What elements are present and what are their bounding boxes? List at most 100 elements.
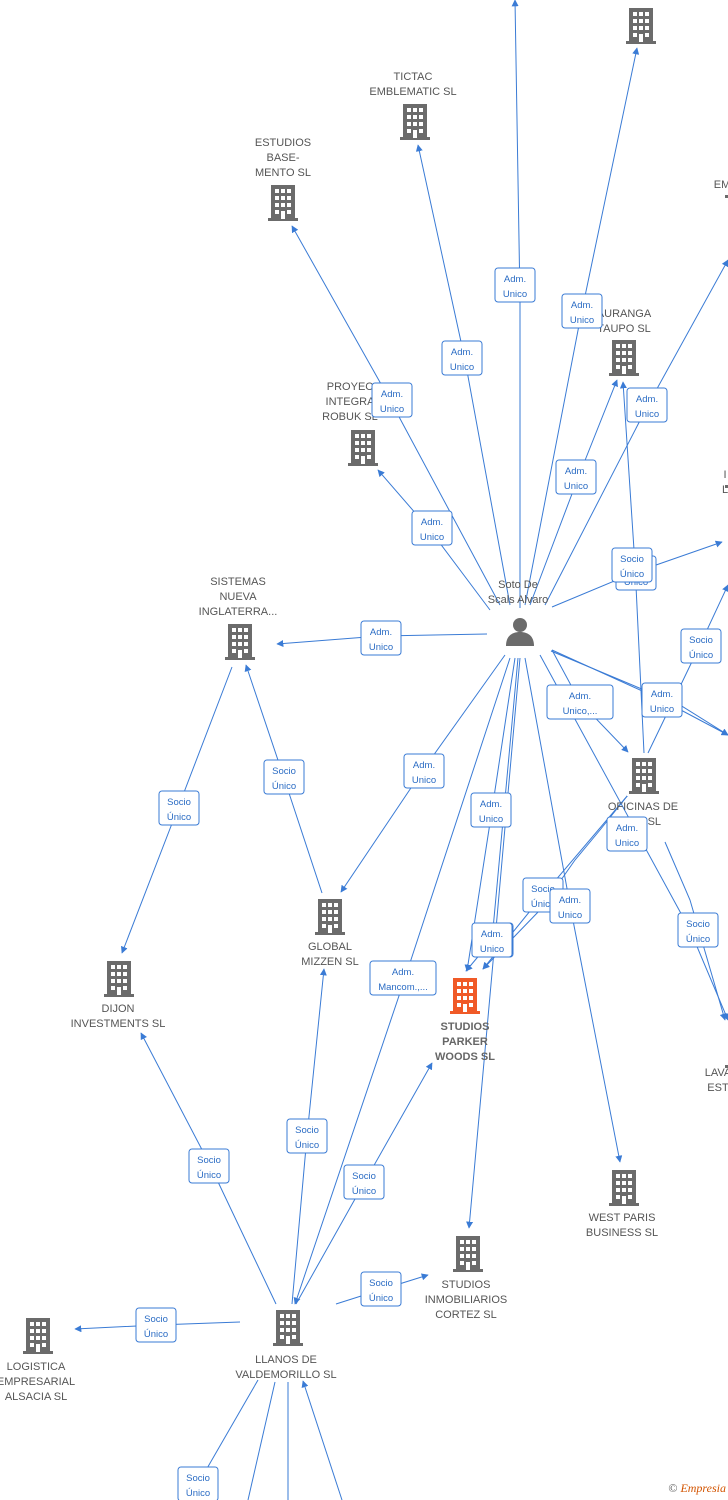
company-label: ROBUK SL — [322, 411, 378, 423]
edge-label-text: Único — [620, 569, 644, 580]
edge-label-soto-oficinas[interactable]: Adm.Unico,... — [546, 684, 614, 720]
copyright-symbol: © — [668, 1481, 678, 1495]
edge-label-soto-tictac[interactable]: Adm.Unico — [441, 340, 483, 376]
edge-label-text: Unico — [650, 704, 674, 715]
edge-label-soto-right_edge2[interactable]: Adm.Unico — [641, 682, 683, 718]
edge-label-text: Mancom.,... — [378, 982, 428, 993]
edge-label-box — [286, 1118, 328, 1154]
company-node-right_l[interactable]: IL — [722, 450, 728, 496]
company-label: INGLATERRA... — [199, 606, 278, 618]
edge-label-soto-west_paris[interactable]: Adm.Unico — [549, 888, 591, 924]
edge-label-text: Unico — [635, 409, 659, 420]
company-label: EMBLEMATIC SL — [369, 86, 456, 98]
edge-label-soto-studios_parker[interactable]: Adm.Unico — [470, 792, 512, 828]
company-label: DIJON — [102, 1003, 135, 1015]
edge-label-text: Socio — [686, 919, 710, 930]
building-icon — [609, 1170, 639, 1206]
edge-label-box — [677, 912, 719, 948]
company-node-emp_right[interactable]: EM — [714, 160, 728, 200]
edge-label-soto-emp_right[interactable]: Adm. Unico — [626, 387, 668, 423]
edge-label-soto-sistemas[interactable]: Adm.Unico — [360, 620, 402, 656]
edge-label-text: Socio — [352, 1171, 376, 1182]
building-icon — [609, 340, 639, 376]
company-label: NUEVA — [219, 591, 257, 603]
company-node-oficinas[interactable]: OFICINAS DEEJA SL — [608, 756, 678, 828]
edge-label-box — [188, 1148, 230, 1184]
edge-label-soto-studios_inmo[interactable]: Adm.Unico — [471, 922, 513, 958]
brand-name: Empresia — [680, 1481, 726, 1495]
edge-label-text: Socio — [689, 635, 713, 646]
company-label: PARKER — [442, 1036, 488, 1048]
edge-label-soto-top_right[interactable]: Adm.Unico — [561, 293, 603, 329]
building-icon — [268, 185, 298, 221]
edge-line-soto-top_center — [511, 0, 521, 608]
company-label: BUSINESS SL — [586, 1227, 658, 1239]
company-label: EMPRESARIAL — [0, 1376, 75, 1388]
company-node-sistemas[interactable]: SISTEMAS NUEVA INGLATERRA... — [199, 576, 278, 662]
company-label: PROYEC — [327, 381, 374, 393]
edge-label-oficinas-studios_parker[interactable]: Adm.Unico — [606, 816, 648, 852]
edge-label-text: Socio — [620, 554, 644, 565]
company-label: SISTEMAS — [210, 576, 266, 588]
building-icon — [104, 961, 134, 997]
building-icon — [348, 430, 378, 466]
company-label: OFICINAS DE — [608, 801, 678, 813]
edge-label-soto-top_center[interactable]: Adm.Unico — [494, 267, 536, 303]
edge-label-box — [360, 620, 402, 656]
edge-label-box — [369, 960, 437, 996]
edge-line-extra-1 — [247, 1381, 276, 1500]
edge-label-text: Unico — [480, 944, 504, 955]
edge-label-text: Adm. — [559, 895, 581, 906]
edge-label-text: Adm. — [636, 394, 658, 405]
edge-label-soto-estudios_base[interactable]: Adm.Unico — [371, 382, 413, 418]
edge-label-text: Único — [144, 1329, 168, 1340]
edge-label-soto-global_mizzen[interactable]: Adm.Unico — [403, 753, 445, 789]
edge-label-text: Unico — [570, 315, 594, 326]
edge-label-text: Adm. — [392, 967, 414, 978]
company-label: L — [722, 484, 728, 496]
edge-label-box — [471, 922, 513, 958]
edge-label-text: Socio — [144, 1314, 168, 1325]
company-label: AURANGA — [597, 308, 652, 320]
person-label: Soto De — [498, 579, 538, 591]
edge-label-box — [549, 888, 591, 924]
edge-label-soto-proyec[interactable]: Adm.Unico — [411, 510, 453, 546]
edge-label-text: Único — [167, 812, 191, 823]
edge-label-text: Adm. — [504, 274, 526, 285]
company-label: BASE- — [266, 152, 299, 164]
edge-label-text: Único — [369, 1293, 393, 1304]
edge-label-box — [611, 547, 653, 583]
company-label: WEST PARIS — [589, 1212, 656, 1224]
company-node-top_right[interactable]: POLAR... — [618, 0, 664, 46]
edge-label-soto-llanos[interactable]: Adm. Mancom.,... — [369, 960, 437, 996]
edge-label-soto-auranga[interactable]: Adm.Unico — [555, 459, 597, 495]
company-node-west_paris[interactable]: WEST PARIS BUSINESS SL — [586, 1168, 658, 1239]
edge-label-text: Socio — [167, 797, 191, 808]
edge-label-text: Único — [686, 934, 710, 945]
edge-label-text: Único — [197, 1170, 221, 1181]
edge-label-text: Adm. — [480, 799, 502, 810]
